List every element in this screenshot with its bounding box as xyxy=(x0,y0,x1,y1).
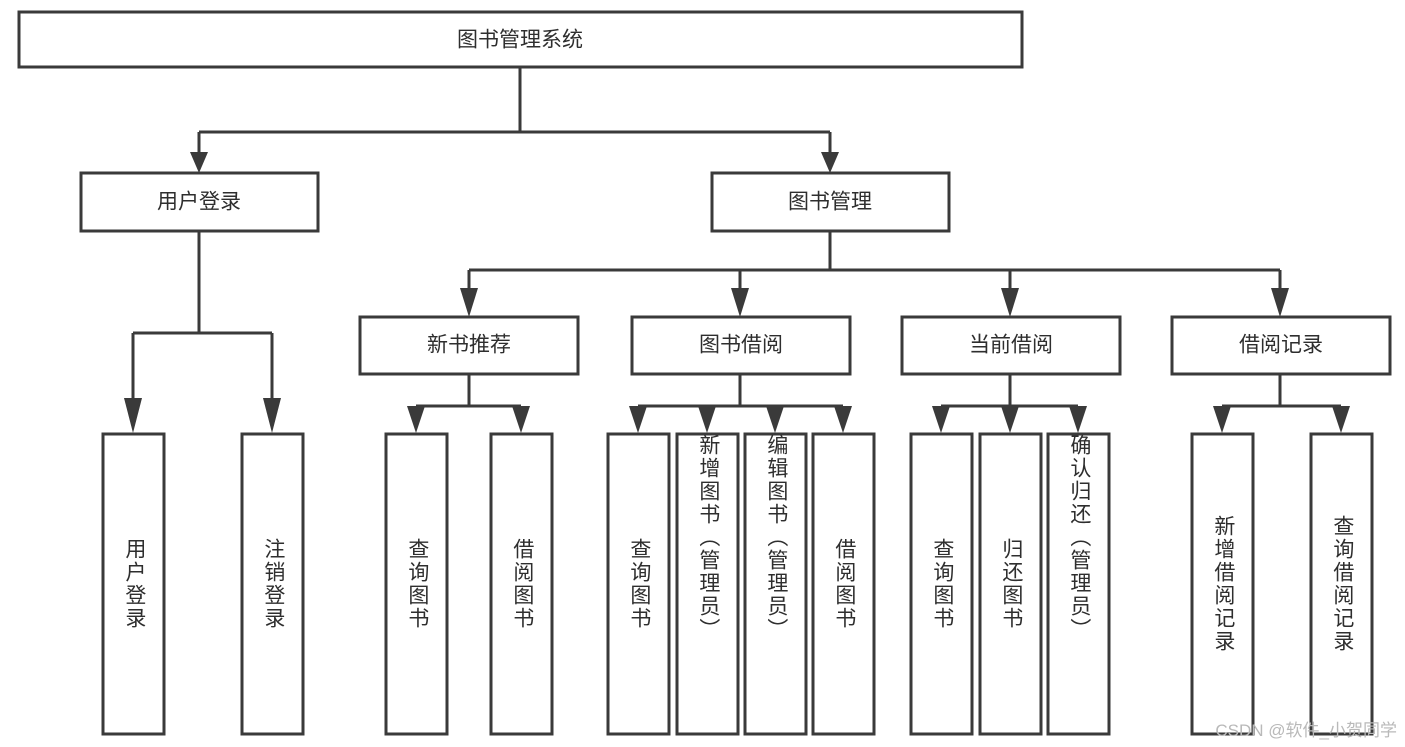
node-box-new-book-recommend[interactable] xyxy=(358,315,580,376)
arrow-book-borrow-l3 xyxy=(766,406,784,433)
node-box-leaf-borrow-record-2[interactable] xyxy=(1309,432,1374,736)
node-box-leaf-user-login-2[interactable] xyxy=(240,432,305,736)
node-box-leaf-current-borrow-2[interactable] xyxy=(978,432,1043,736)
node-label-new-book-recommend: 新书推荐 xyxy=(427,334,511,357)
node-label-book-management: 图书管理 xyxy=(788,191,872,214)
arrow-book-borrow-l4 xyxy=(834,406,852,433)
node-box-borrow-record[interactable] xyxy=(1170,315,1392,376)
arrow-user-login-leaf2 xyxy=(263,398,281,433)
arrow-book-borrow-l1 xyxy=(629,406,647,433)
arrow-borrow-record-l2 xyxy=(1332,406,1350,433)
node-label-current-borrow: 当前借阅 xyxy=(969,334,1053,357)
arrow-current-borrow-l3 xyxy=(1069,406,1087,433)
node-label-root: 图书管理系统 xyxy=(457,29,583,52)
node-box-leaf-current-borrow-1[interactable] xyxy=(909,432,974,736)
node-box-book-management[interactable] xyxy=(710,171,951,233)
node-label-borrow-record: 借阅记录 xyxy=(1239,334,1323,357)
arrow-user-login-leaf1 xyxy=(124,398,142,433)
arrow-root-to-user-login xyxy=(190,152,208,173)
node-box-leaf-book-borrow-2[interactable] xyxy=(675,432,740,736)
arrow-root-to-book-mgmt xyxy=(821,152,839,173)
node-box-book-borrow[interactable] xyxy=(630,315,852,376)
node-box-leaf-new-book-2[interactable] xyxy=(489,432,554,736)
node-box-current-borrow[interactable] xyxy=(900,315,1122,376)
arrow-book-mgmt-c2 xyxy=(731,288,749,317)
nodes-group: 图书管理系统 用户登录 图书管理 新书推荐 图书借阅 当前借阅 借阅记录 xyxy=(17,10,1392,736)
node-box-leaf-new-book-1[interactable] xyxy=(384,432,449,736)
arrow-book-mgmt-c3 xyxy=(1001,288,1019,317)
arrow-new-book-l2 xyxy=(512,406,530,433)
node-label-user-login: 用户登录 xyxy=(157,191,241,214)
arrow-current-borrow-l2 xyxy=(1001,406,1019,433)
node-box-leaf-book-borrow-4[interactable] xyxy=(811,432,876,736)
arrow-current-borrow-l1 xyxy=(932,406,950,433)
arrow-book-mgmt-c1 xyxy=(460,288,478,317)
arrow-borrow-record-l1 xyxy=(1213,406,1231,433)
node-box-leaf-book-borrow-3[interactable] xyxy=(743,432,808,736)
node-box-root[interactable] xyxy=(17,10,1024,69)
connectors-group xyxy=(124,67,1350,433)
node-box-leaf-user-login-1[interactable] xyxy=(101,432,166,736)
node-box-leaf-current-borrow-3[interactable] xyxy=(1046,432,1111,736)
arrow-new-book-l1 xyxy=(407,406,425,433)
node-label-book-borrow: 图书借阅 xyxy=(699,334,783,357)
node-box-leaf-book-borrow-1[interactable] xyxy=(606,432,671,736)
node-box-leaf-borrow-record-1[interactable] xyxy=(1190,432,1255,736)
node-box-user-login[interactable] xyxy=(79,171,320,233)
arrow-book-borrow-l2 xyxy=(698,406,716,433)
arrow-book-mgmt-c4 xyxy=(1271,288,1289,317)
